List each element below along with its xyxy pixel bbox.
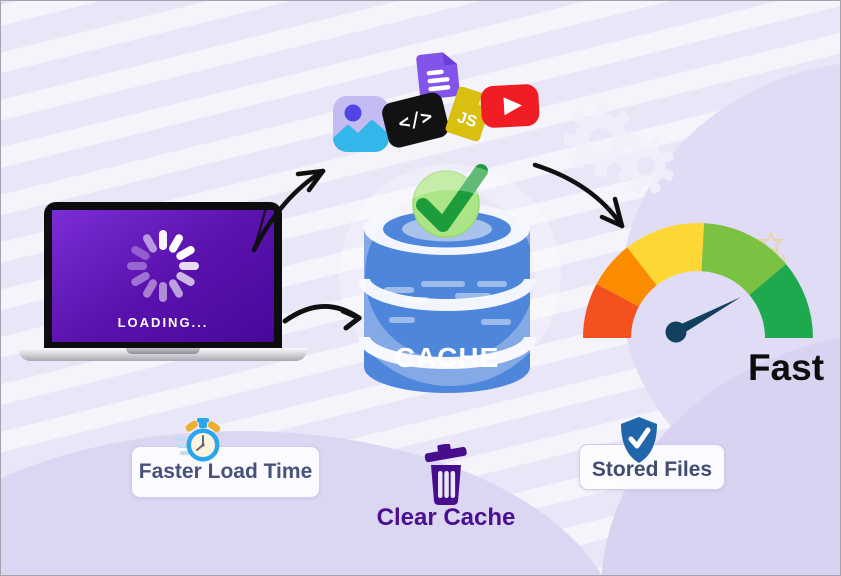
gauge-label: Fast (747, 347, 825, 388)
gears-icon (564, 103, 674, 194)
laptop: LOADING... (19, 201, 307, 361)
loading-text: LOADING... (117, 315, 209, 330)
stored-files-label: Stored Files (591, 458, 713, 481)
code-file-icon: </> (380, 90, 452, 154)
stored-files-badge: Stored Files (579, 444, 725, 490)
laptop-base (19, 348, 307, 361)
watermark-ring (339, 164, 561, 386)
document-file-icon (416, 52, 460, 100)
clear-cache-label: Clear Cache (376, 504, 516, 531)
laptop-notch (126, 348, 200, 354)
js-label: JS (455, 109, 479, 131)
image-file-icon (333, 96, 389, 152)
code-symbol: </> (396, 105, 435, 135)
faster-load-time-label: Faster Load Time (138, 460, 313, 483)
speedometer-gauge (583, 223, 813, 343)
gauge-needle (673, 297, 741, 337)
laptop-screen-bezel: LOADING... (44, 202, 282, 348)
shield-check-icon (621, 417, 657, 463)
laptop-screen: LOADING... (52, 210, 274, 342)
javascript-file-icon: JS (445, 86, 490, 142)
faster-load-time-badge: Faster Load Time (131, 446, 320, 498)
youtube-icon (480, 84, 540, 128)
stopwatch-icon (174, 418, 221, 462)
trash-can-icon (424, 444, 467, 505)
